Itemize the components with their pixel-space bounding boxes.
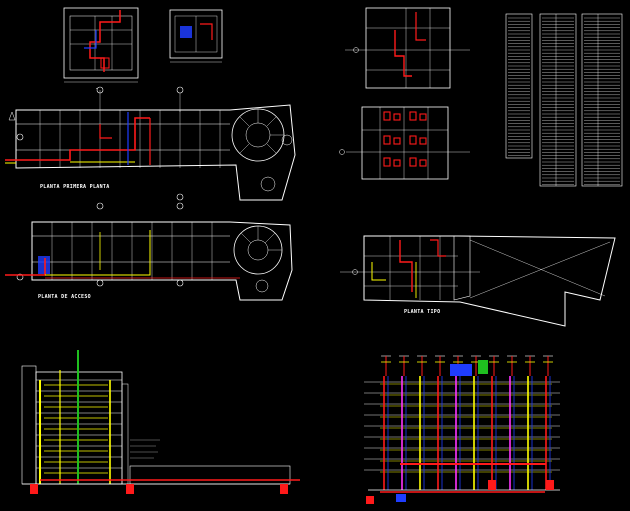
column-marker-icon <box>96 202 104 210</box>
column-marker-icon <box>339 149 345 155</box>
column-marker-icon <box>176 193 184 201</box>
column-marker-icon <box>16 133 24 141</box>
caption-floor-plan-upper: PLANTA PRIMERA PLANTA <box>40 184 110 190</box>
caption-floor-plan-lower: PLANTA DE ACCESO <box>38 294 91 300</box>
building-elevation <box>21 350 300 494</box>
floor-plan-lower: PLANTA DE ACCESO <box>5 202 293 301</box>
column-marker-icon <box>16 273 24 281</box>
column-marker-icon <box>176 202 184 210</box>
north-arrow-icon <box>8 111 16 121</box>
riser-diagram <box>364 355 560 504</box>
svg-text:.: . <box>95 85 98 91</box>
column-marker-icon <box>353 47 359 53</box>
detail-plan-a: . <box>63 7 139 91</box>
caption-floor-plan-right: PLANTA TIPO <box>404 309 440 315</box>
column-marker-icon <box>352 269 358 275</box>
column-marker-icon <box>96 86 104 94</box>
tower-plan-mid <box>339 106 470 180</box>
tower-plan-top <box>345 7 470 89</box>
floor-plan-right: PLANTA TIPO <box>340 235 616 327</box>
schedule-tables <box>505 13 623 187</box>
floor-plan-upper: PLANTA PRIMERA PLANTA <box>5 86 296 201</box>
detail-plan-b <box>169 9 223 63</box>
